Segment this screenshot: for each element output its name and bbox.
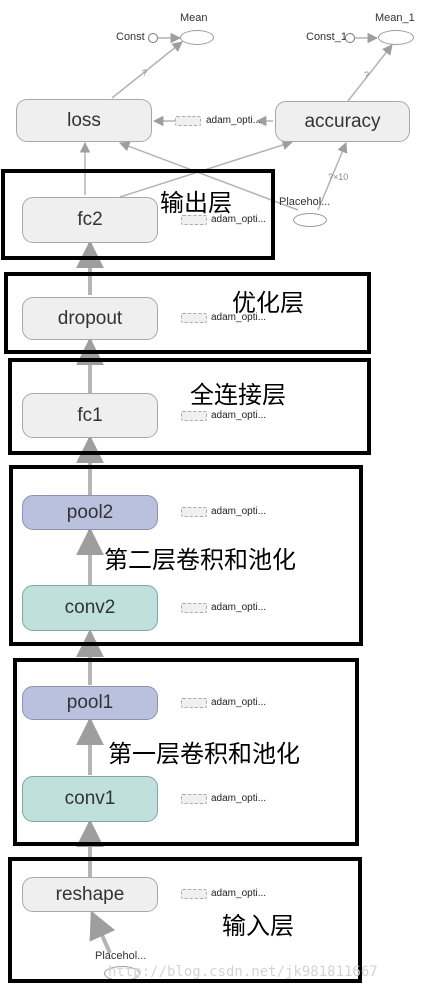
placeholder-top-node[interactable] xyxy=(293,213,327,227)
accuracy-node[interactable]: accuracy xyxy=(275,101,410,142)
dropout-node[interactable]: dropout xyxy=(22,297,158,340)
reshape-node[interactable]: reshape xyxy=(22,877,158,912)
fc1-node[interactable]: fc1 xyxy=(22,393,158,438)
mean-1-label: Mean_1 xyxy=(375,12,415,24)
fc1-optimizer-icon xyxy=(181,411,207,421)
fc2-optimizer-icon xyxy=(181,215,207,225)
input-layer-frame xyxy=(8,857,362,983)
pool1-node[interactable]: pool1 xyxy=(22,686,158,720)
conv1-optimizer-icon xyxy=(181,794,207,804)
fully-connected-frame xyxy=(8,358,371,455)
pool2-optimizer-icon xyxy=(181,507,207,517)
edge-label-mean-1: ? xyxy=(364,70,370,80)
mean-node[interactable] xyxy=(180,30,214,45)
loss-optimizer-label: adam_opti... xyxy=(206,115,262,126)
edge-label-mean: ? xyxy=(142,68,148,78)
conv-pool-2-annotation: 第二层卷积和池化 xyxy=(104,546,296,574)
const-1-label: Const_1 xyxy=(306,31,347,43)
conv1-node[interactable]: conv1 xyxy=(22,776,158,822)
conv2-node[interactable]: conv2 xyxy=(22,585,158,631)
loss-node[interactable]: loss xyxy=(16,99,152,142)
fully-connected-annotation: 全连接层 xyxy=(190,381,286,409)
conv2-optimizer-icon xyxy=(181,603,207,613)
conv2-optimizer-label: adam_opti... xyxy=(211,602,267,613)
placeholder-top-label: Placehol... xyxy=(279,196,331,208)
pool2-node[interactable]: pool2 xyxy=(22,495,158,530)
pool1-optimizer-label: adam_opti... xyxy=(211,697,267,708)
output-layer-frame xyxy=(1,169,275,260)
reshape-optimizer-icon xyxy=(181,889,207,899)
mean-label: Mean xyxy=(180,12,208,24)
mean-1-node[interactable] xyxy=(378,30,414,45)
reshape-optimizer-label: adam_opti... xyxy=(211,888,267,899)
conv-pool-1-frame xyxy=(13,658,359,846)
dropout-optimizer-icon xyxy=(181,313,207,323)
optimize-layer-frame xyxy=(4,272,371,354)
fc1-optimizer-label: adam_opti... xyxy=(211,410,267,421)
input-layer-annotation: 输入层 xyxy=(222,912,294,940)
edge-label-accuracy-in: ?×10 xyxy=(328,172,349,182)
conv-pool-1-annotation: 第一层卷积和池化 xyxy=(108,740,300,768)
pool1-optimizer-icon xyxy=(181,698,207,708)
fc2-optimizer-label: adam_opti... xyxy=(211,214,267,225)
fc2-node[interactable]: fc2 xyxy=(22,197,158,243)
optimize-layer-annotation: 优化层 xyxy=(232,289,304,317)
dropout-optimizer-label: adam_opti... xyxy=(211,312,267,323)
const-1-node[interactable] xyxy=(345,33,355,43)
placeholder-bottom-label: Placehol... xyxy=(95,950,147,962)
conv-pool-2-frame xyxy=(9,465,363,646)
pool2-optimizer-label: adam_opti... xyxy=(211,506,267,517)
const-label: Const xyxy=(116,31,145,43)
const-node[interactable] xyxy=(148,33,158,43)
conv1-optimizer-label: adam_opti... xyxy=(211,793,267,804)
watermark: http://blog.csdn.net/jk981811667 xyxy=(108,964,378,980)
loss-optimizer-icon xyxy=(175,116,201,126)
output-layer-annotation: 输出层 xyxy=(160,189,232,217)
